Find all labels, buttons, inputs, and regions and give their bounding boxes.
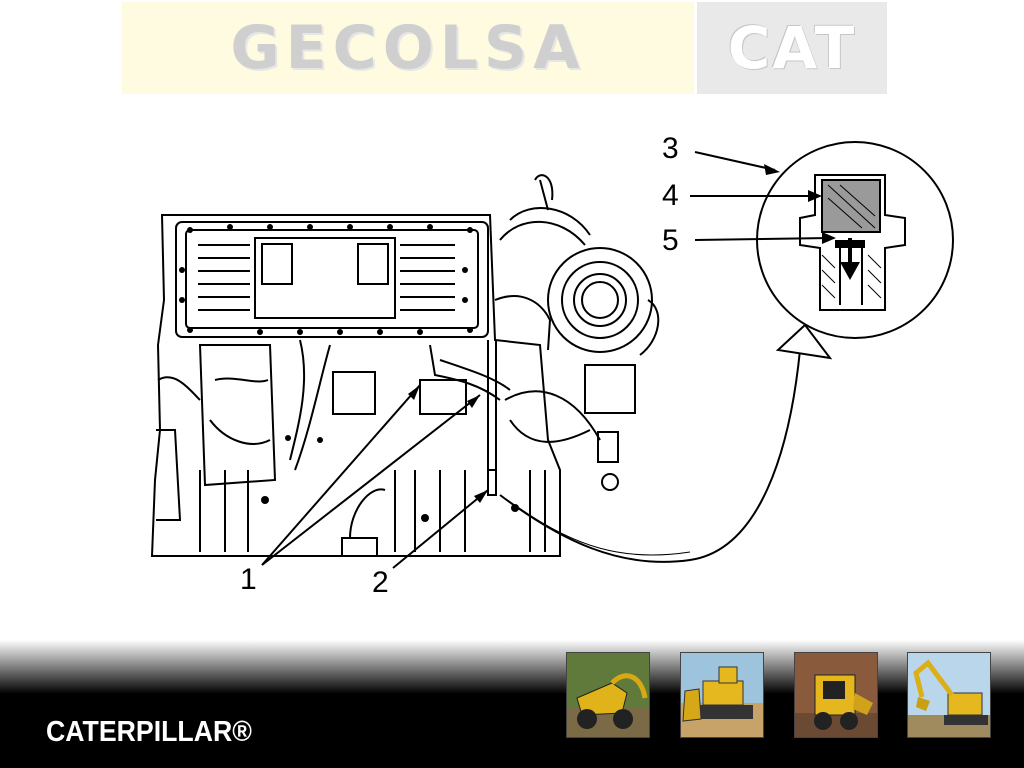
forestry-machine-photo xyxy=(566,652,650,738)
callout-5: 5 xyxy=(662,224,679,257)
leader-lines xyxy=(261,384,489,569)
gecolsa-logo: GECOLSA xyxy=(122,2,694,94)
gecolsa-logo-text: GECOLSA xyxy=(230,13,586,83)
detail-leader-arrows xyxy=(690,151,836,244)
callout-4: 4 xyxy=(662,179,679,212)
caterpillar-logo: CATERPILLAR® xyxy=(46,716,252,748)
callout-1: 1 xyxy=(240,563,257,596)
callout-3: 3 xyxy=(662,132,679,165)
skid-steer-loader-photo xyxy=(794,652,878,738)
cat-logo-text: CAT xyxy=(727,14,857,82)
engine-fuel-system-diagram xyxy=(150,141,954,569)
detail-inset xyxy=(756,141,954,339)
callout-2: 2 xyxy=(372,566,389,599)
bulldozer-photo xyxy=(680,652,764,738)
engine-block xyxy=(150,214,636,557)
excavator-photo xyxy=(907,652,991,738)
curved-arrow xyxy=(499,323,833,563)
cat-logo: CAT xyxy=(697,2,887,94)
turbocharger xyxy=(494,174,660,356)
